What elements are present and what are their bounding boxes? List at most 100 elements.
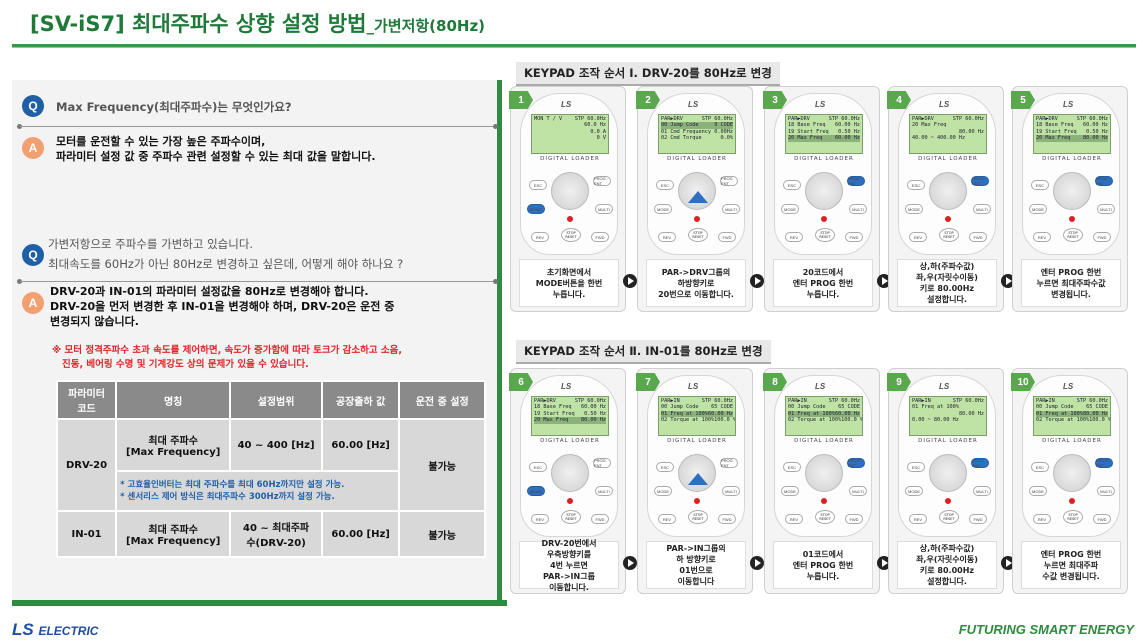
stop-reset-button[interactable]: STOP RESET bbox=[1063, 510, 1083, 524]
digital-loader-label: DIGITAL LOADER bbox=[918, 156, 978, 162]
rev-button[interactable]: REV bbox=[909, 514, 927, 524]
multi-button[interactable]: MULTI bbox=[595, 204, 613, 214]
mode-button[interactable]: MODE bbox=[781, 204, 799, 214]
lcd-row: 02 Torque at 100%100.0 % bbox=[788, 417, 863, 424]
mode-button[interactable]: MODE bbox=[527, 204, 545, 214]
navigation-wheel[interactable] bbox=[678, 454, 716, 492]
navigation-wheel[interactable] bbox=[1053, 172, 1091, 210]
rev-button[interactable]: REV bbox=[785, 514, 803, 524]
multi-button[interactable]: MULTI bbox=[1097, 204, 1115, 214]
mode-button[interactable]: MODE bbox=[654, 204, 672, 214]
esc-button[interactable]: ESC bbox=[1031, 180, 1049, 190]
multi-button[interactable]: MULTI bbox=[722, 204, 740, 214]
fwd-button[interactable]: FWD bbox=[591, 232, 609, 242]
multi-button[interactable]: MULTI bbox=[849, 204, 867, 214]
navigation-wheel[interactable] bbox=[551, 172, 589, 210]
navigation-wheel[interactable] bbox=[805, 454, 843, 492]
multi-button[interactable]: MULTI bbox=[595, 486, 613, 496]
esc-button[interactable]: ESC bbox=[783, 180, 801, 190]
navigation-wheel[interactable] bbox=[929, 172, 967, 210]
fwd-button[interactable]: FWD bbox=[718, 232, 736, 242]
status-led bbox=[821, 216, 827, 222]
rev-button[interactable]: REV bbox=[658, 232, 676, 242]
prog-ent-button[interactable]: PROG ENT bbox=[720, 458, 738, 468]
next-step-arrow-icon bbox=[877, 274, 891, 288]
fwd-button[interactable]: FWD bbox=[845, 232, 863, 242]
prog-ent-button[interactable]: PROG ENT bbox=[847, 458, 865, 468]
mode-button[interactable]: MODE bbox=[1029, 486, 1047, 496]
multi-button[interactable]: MULTI bbox=[1097, 486, 1115, 496]
esc-button[interactable]: ESC bbox=[907, 180, 925, 190]
fwd-button[interactable]: FWD bbox=[969, 232, 987, 242]
rev-button[interactable]: REV bbox=[1033, 514, 1051, 524]
mode-button[interactable]: MODE bbox=[527, 486, 545, 496]
stop-reset-button[interactable]: STOP RESET bbox=[815, 510, 835, 524]
esc-button[interactable]: ESC bbox=[656, 180, 674, 190]
mode-button[interactable]: MODE bbox=[1029, 204, 1047, 214]
fwd-button[interactable]: FWD bbox=[1093, 232, 1111, 242]
prog-ent-button[interactable]: PROG ENT bbox=[593, 176, 611, 186]
mode-button[interactable]: MODE bbox=[781, 486, 799, 496]
rev-button[interactable]: REV bbox=[531, 514, 549, 524]
lcd-row: 02 Torque at 100%100.0 % bbox=[1036, 417, 1111, 424]
multi-button[interactable]: MULTI bbox=[973, 204, 991, 214]
stop-reset-button[interactable]: STOP RESET bbox=[561, 510, 581, 524]
mode-button[interactable]: MODE bbox=[905, 486, 923, 496]
stop-reset-button[interactable]: STOP RESET bbox=[815, 228, 835, 242]
prog-ent-button[interactable]: PROG ENT bbox=[593, 458, 611, 468]
navigation-wheel[interactable] bbox=[929, 454, 967, 492]
fwd-button[interactable]: FWD bbox=[591, 514, 609, 524]
stop-reset-button[interactable]: STOP RESET bbox=[1063, 228, 1083, 242]
multi-button[interactable]: MULTI bbox=[973, 486, 991, 496]
esc-button[interactable]: ESC bbox=[907, 462, 925, 472]
navigation-wheel[interactable] bbox=[1053, 454, 1091, 492]
prog-ent-button[interactable]: PROG ENT bbox=[971, 176, 989, 186]
multi-button[interactable]: MULTI bbox=[849, 486, 867, 496]
esc-button[interactable]: ESC bbox=[529, 462, 547, 472]
rev-button[interactable]: REV bbox=[785, 232, 803, 242]
fwd-button[interactable]: FWD bbox=[845, 514, 863, 524]
status-led bbox=[694, 498, 700, 504]
prog-ent-button[interactable]: PROG ENT bbox=[1095, 458, 1113, 468]
esc-button[interactable]: ESC bbox=[1031, 462, 1049, 472]
step-number-badge: 5 bbox=[1011, 91, 1035, 109]
stop-reset-button[interactable]: STOP RESET bbox=[939, 510, 959, 524]
mode-button[interactable]: MODE bbox=[654, 486, 672, 496]
mode-button[interactable]: MODE bbox=[905, 204, 923, 214]
rev-button[interactable]: REV bbox=[1033, 232, 1051, 242]
rev-button[interactable]: REV bbox=[531, 232, 549, 242]
prog-ent-button[interactable]: PROG ENT bbox=[1095, 176, 1113, 186]
divider-line bbox=[20, 126, 496, 127]
digital-loader-label: DIGITAL LOADER bbox=[918, 438, 978, 444]
fwd-button[interactable]: FWD bbox=[718, 514, 736, 524]
stop-reset-button[interactable]: STOP RESET bbox=[939, 228, 959, 242]
ls-electric-logo: LS ELECTRIC bbox=[12, 620, 99, 639]
rev-button[interactable]: REV bbox=[909, 232, 927, 242]
esc-button[interactable]: ESC bbox=[529, 180, 547, 190]
navigation-wheel[interactable] bbox=[678, 172, 716, 210]
divider-dot bbox=[493, 279, 498, 284]
navigation-wheel[interactable] bbox=[805, 172, 843, 210]
table-header-run: 운전 중 설정 bbox=[398, 380, 486, 420]
stop-reset-button[interactable]: STOP RESET bbox=[688, 510, 708, 524]
esc-button[interactable]: ESC bbox=[783, 462, 801, 472]
prog-ent-button[interactable]: PROG ENT bbox=[971, 458, 989, 468]
stop-reset-button[interactable]: STOP RESET bbox=[688, 228, 708, 242]
digital-loader-label: DIGITAL LOADER bbox=[1042, 438, 1102, 444]
stop-reset-button[interactable]: STOP RESET bbox=[561, 228, 581, 242]
rev-button[interactable]: REV bbox=[658, 514, 676, 524]
multi-button[interactable]: MULTI bbox=[722, 486, 740, 496]
fwd-button[interactable]: FWD bbox=[969, 514, 987, 524]
prog-ent-button[interactable]: PROG ENT bbox=[720, 176, 738, 186]
fwd-button[interactable]: FWD bbox=[1093, 514, 1111, 524]
ls-logo: LS bbox=[815, 382, 826, 391]
navigation-wheel[interactable] bbox=[551, 454, 589, 492]
esc-button[interactable]: ESC bbox=[656, 462, 674, 472]
prog-ent-button[interactable]: PROG ENT bbox=[847, 176, 865, 186]
